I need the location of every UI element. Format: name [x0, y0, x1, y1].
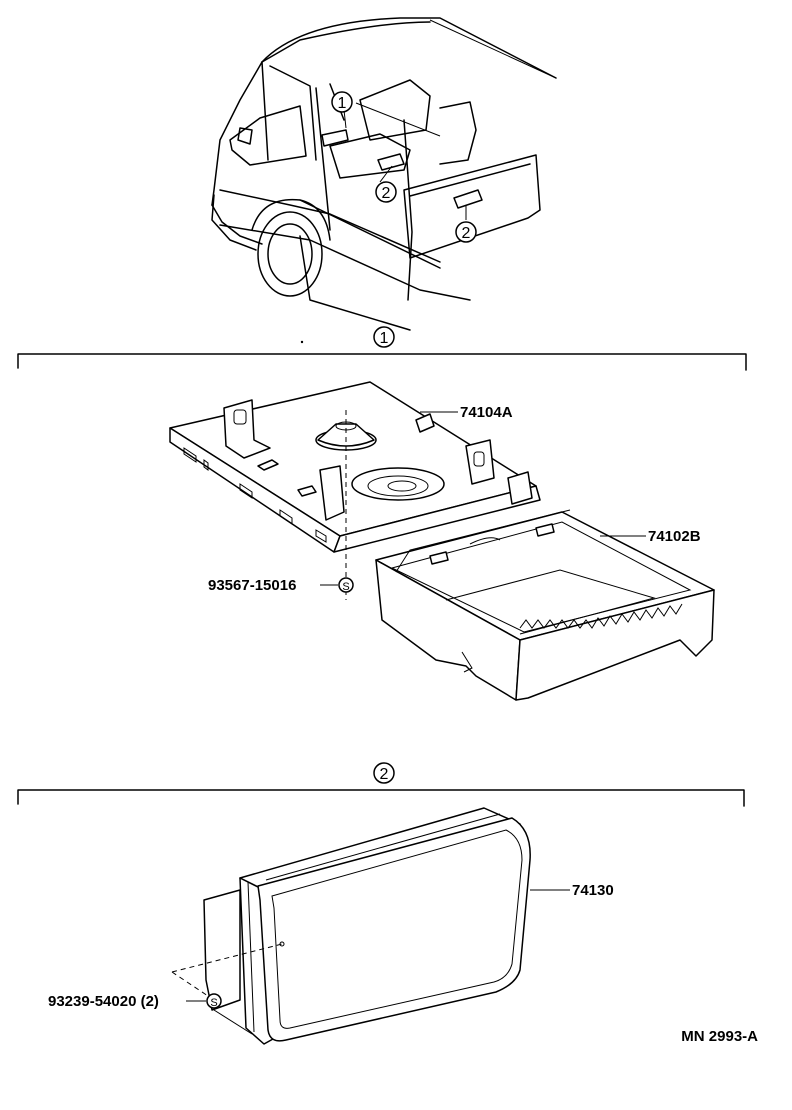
svg-text:74130: 74130 — [572, 882, 614, 899]
ashtray-74102b-drawing — [375, 509, 715, 701]
svg-text:S: S — [342, 581, 349, 593]
label-74102b: 74102B — [600, 528, 701, 545]
svg-text:74104A: 74104A — [460, 404, 513, 421]
ashtray-74130-drawing — [171, 807, 531, 1045]
label-93239-54020: 93239-54020 (2) S — [48, 993, 222, 1010]
callout-1-vehicle: 1 — [331, 91, 353, 113]
callout-2-vehicle-rear: 2 — [455, 221, 477, 243]
svg-text:2: 2 — [382, 185, 391, 202]
svg-text:S: S — [210, 997, 217, 1009]
svg-text:2: 2 — [380, 766, 389, 783]
diagram-code: MN 2993-A — [681, 1028, 758, 1045]
vehicle-illustration — [211, 17, 557, 344]
callout-2-vehicle-front: 2 — [375, 181, 397, 203]
svg-text:93239-54020 (2): 93239-54020 (2) — [48, 993, 159, 1010]
label-74104a: 74104A — [420, 404, 513, 421]
svg-text:1: 1 — [380, 330, 389, 347]
svg-text:1: 1 — [338, 95, 347, 112]
label-74130: 74130 — [530, 882, 614, 899]
section-1-header: 1 — [17, 326, 747, 371]
svg-text:74102B: 74102B — [648, 528, 701, 545]
svg-text:2: 2 — [462, 225, 471, 242]
svg-text:93567-15016: 93567-15016 — [208, 577, 296, 594]
label-93567-15016: 93567-15016 S — [208, 577, 354, 594]
section-2-header: 2 — [17, 762, 745, 807]
bracket-74104a-drawing — [169, 381, 541, 600]
